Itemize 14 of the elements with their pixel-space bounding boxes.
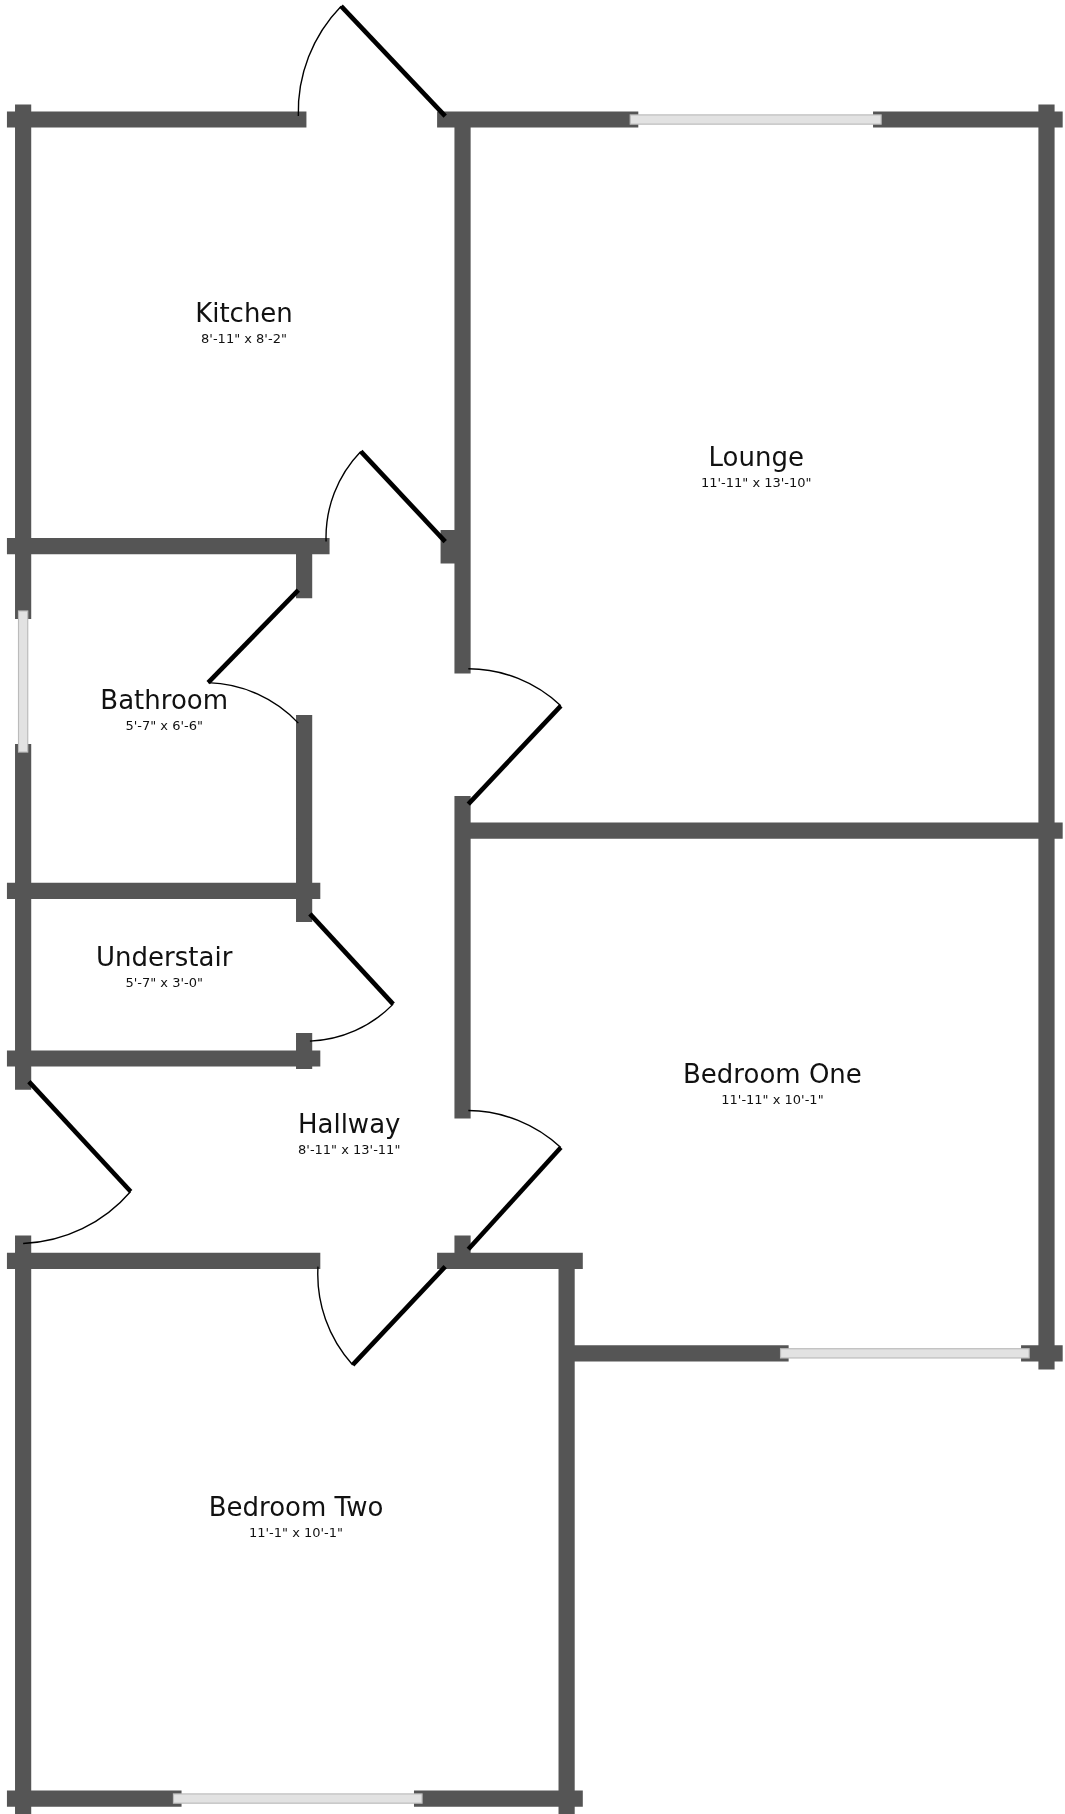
room-dimensions: 11'-1" x 10'-1" (248, 1524, 344, 1541)
room-dimensions: 11'-11" x 10'-1" (721, 1092, 824, 1109)
room-name: Kitchen (195, 298, 293, 329)
room-dimensions: 5'-7" x 6'-6" (125, 717, 203, 734)
room-name: Bathroom (100, 684, 229, 715)
room-name: Bedroom One (683, 1059, 862, 1090)
room-dimensions: 11'-11" x 13'-10" (700, 474, 812, 491)
room-dimensions: 8'-11" x 13'-11" (298, 1141, 401, 1158)
room-name: Hallway (297, 1108, 401, 1139)
room-name: Bedroom Two (208, 1491, 384, 1522)
room-name: Understair (96, 942, 233, 973)
room-dimensions: 8'-11" x 8'-2" (201, 331, 287, 348)
room-name: Lounge (708, 441, 804, 472)
room-dimensions: 5'-7" x 3'-0" (125, 975, 203, 992)
